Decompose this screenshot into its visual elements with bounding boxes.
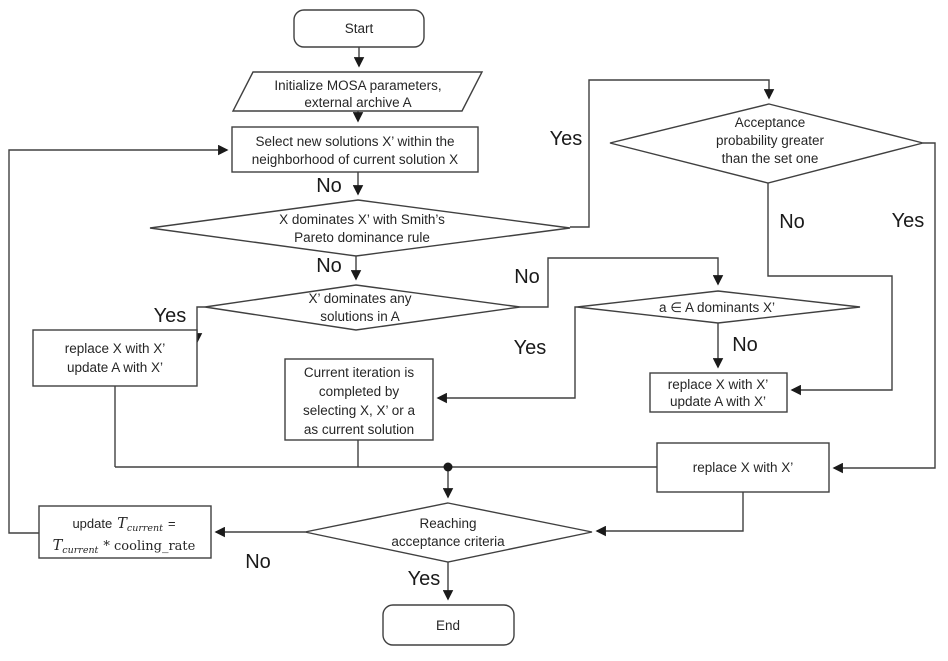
init-label-line2: external archive A — [304, 95, 411, 110]
start-label: Start — [345, 21, 374, 36]
xprime-dominates-label-line2: solutions in A — [320, 309, 400, 324]
xprime-dominates-node — [204, 284, 521, 331]
edge-adom-yes — [436, 306, 577, 404]
current-iteration-line2: completed by — [319, 384, 400, 399]
replace-update-left-node — [32, 329, 198, 387]
label-select-no: No — [316, 175, 342, 197]
init-node — [231, 71, 484, 112]
replace-update-right-line1: replace X with X’ — [668, 377, 769, 392]
current-iteration-line1: Current iteration is — [304, 365, 415, 380]
acceptance-probability-node — [609, 103, 924, 184]
replace-update-right-node — [649, 372, 788, 413]
current-iteration-line3: selecting X, X’ or a — [303, 403, 416, 418]
label-dominates-no: No — [316, 255, 342, 277]
select-node — [231, 126, 479, 173]
label-adom-no: No — [732, 334, 758, 356]
a-in-a-dominants-label: a ∈ A dominants X’ — [659, 300, 775, 315]
update-temperature-node — [38, 505, 212, 559]
replace-update-left-line1: replace X with X’ — [65, 341, 166, 356]
acceptance-line2: probability greater — [716, 133, 825, 148]
init-label-line1: Initialize MOSA parameters, — [274, 78, 441, 93]
edge-acceptance-no — [767, 183, 893, 396]
label-acceptance-yes: Yes — [892, 210, 925, 232]
label-xprime-yes: Yes — [154, 305, 187, 327]
reaching-line2: acceptance criteria — [391, 534, 505, 549]
edge-xprime-yes — [191, 306, 205, 344]
label-xprime-no: No — [514, 266, 540, 288]
edge-xprime-no — [520, 257, 724, 308]
end-node — [382, 604, 515, 646]
edge-replacex-to-reaching — [595, 492, 744, 537]
label-reaching-no: No — [245, 551, 271, 573]
junction-dot — [443, 462, 453, 472]
dominates-smith-node — [149, 199, 571, 257]
current-iteration-line4: as current solution — [304, 422, 414, 437]
replace-x-label: replace X with X’ — [693, 460, 794, 475]
label-dominates-yes: Yes — [550, 128, 583, 150]
dominates-smith-label-line2: Pareto dominance rule — [294, 230, 430, 245]
replace-update-left-line2: update A with X’ — [67, 360, 163, 375]
select-label-line2: neighborhood of current solution X — [252, 152, 458, 167]
reaching-criteria-node — [304, 502, 593, 563]
replace-update-right-line2: update A with X’ — [670, 394, 766, 409]
label-adom-yes: Yes — [514, 337, 547, 359]
xprime-dominates-label-line1: X’ dominates any — [308, 291, 411, 306]
reaching-line1: Reaching — [419, 516, 476, 531]
acceptance-line1: Acceptance — [735, 115, 806, 130]
edge-updatet-to-select — [8, 144, 229, 534]
label-acceptance-no: No — [779, 211, 805, 233]
current-iteration-node — [284, 358, 434, 441]
edge-dominates-yes — [570, 79, 775, 228]
edge-acceptance-yes — [832, 142, 936, 474]
replace-x-node — [656, 442, 830, 493]
start-node — [293, 9, 425, 48]
dominates-smith-label-line1: X dominates X’ with Smith’s — [279, 212, 445, 227]
a-in-a-dominants-node — [576, 290, 861, 324]
acceptance-line3: than the set one — [722, 151, 819, 166]
update-temperature-line2: Tcurrent* cooling_rate — [53, 538, 196, 556]
label-reaching-yes: Yes — [408, 568, 441, 590]
select-label-line1: Select new solutions X’ within the — [255, 134, 454, 149]
end-label: End — [436, 618, 460, 633]
